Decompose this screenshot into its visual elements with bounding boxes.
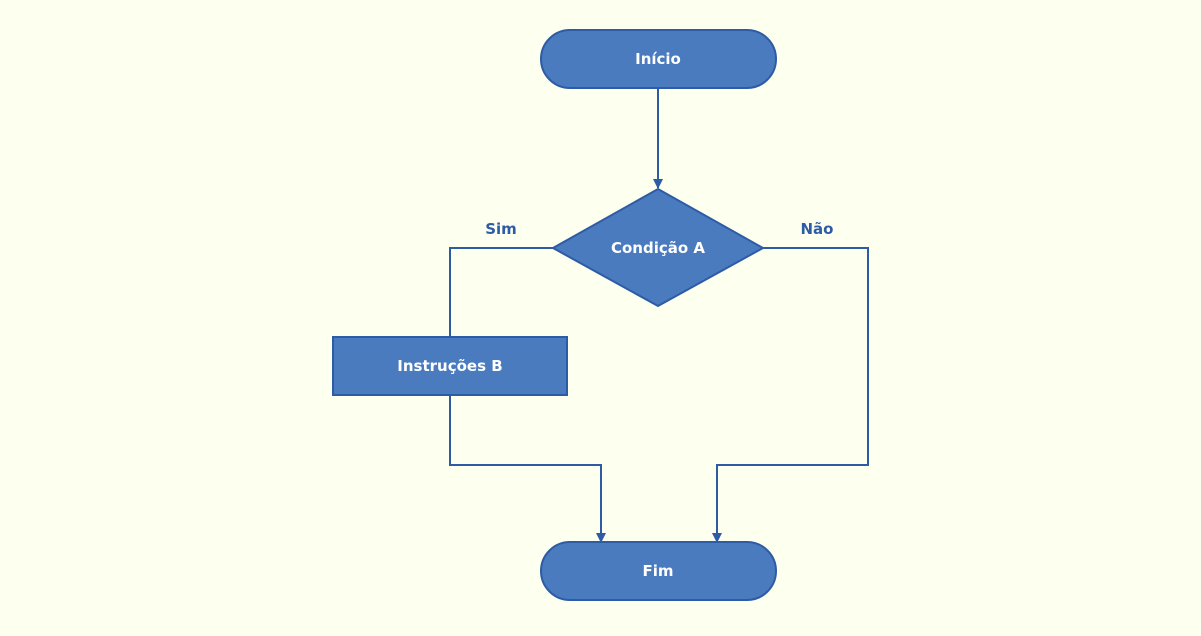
- decision-shape: [550, 187, 766, 308]
- terminator-shape: [540, 541, 777, 601]
- node-end-label: Fim: [642, 562, 673, 580]
- node-start: Início: [540, 29, 777, 89]
- node-process-label: Instruções B: [397, 357, 502, 375]
- edge-decision-yes-to-process: [449, 247, 553, 337]
- node-process: Instruções B: [332, 336, 568, 396]
- terminator-shape: [540, 29, 777, 89]
- node-decision: Condição A: [550, 187, 766, 308]
- node-decision-label: Condição A: [611, 239, 705, 257]
- edge-label-no: Não: [801, 220, 834, 238]
- edge-label-yes: Sim: [485, 220, 517, 238]
- edge-decision-no-to-end: [712, 247, 869, 543]
- node-end: Fim: [540, 541, 777, 601]
- process-shape: [332, 336, 568, 396]
- node-start-label: Início: [635, 50, 681, 68]
- edge-process-to-end: [449, 395, 606, 543]
